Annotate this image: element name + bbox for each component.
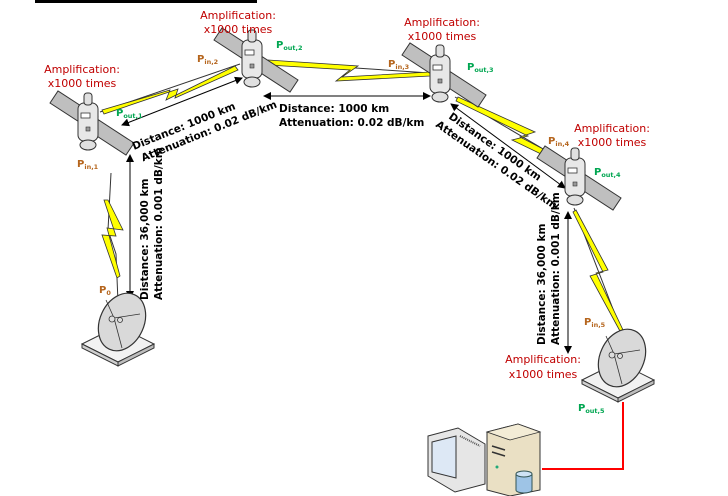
ground-input-power-label: Pin,5 xyxy=(584,317,606,329)
sat2-amplification-value: x1000 times xyxy=(204,23,273,36)
distance-label: Distance: 36,000 km xyxy=(139,178,151,300)
ground-amplification-label: Amplification: xyxy=(505,353,581,366)
computer-monitor-icon xyxy=(427,427,486,493)
signal-link-sat4-ground xyxy=(572,207,625,336)
sat4-amplification-value: x1000 times xyxy=(578,136,647,149)
ground-source-power-label: P0 xyxy=(99,285,111,297)
database-icon xyxy=(515,470,533,494)
sat1-output-power-label: Pout,1 xyxy=(116,108,143,120)
distance-label: Distance: 1000 km xyxy=(279,103,389,115)
satellite-2-icon xyxy=(213,27,299,93)
sat4-amplification-label: Amplification: xyxy=(574,122,650,135)
sat1-input-power-label: Pin,1 xyxy=(77,159,99,171)
ground-station-destination-dish-icon xyxy=(581,320,656,403)
link-sat4-ground-label: Distance: 36,000 km Attenuation: 0.001 d… xyxy=(536,192,562,345)
attenuation-label: Attenuation: 0.02 dB/km xyxy=(433,119,559,212)
ground-output-power-label: Pout,5 xyxy=(578,403,605,415)
sat3-output-power-label: Pout,3 xyxy=(467,62,494,74)
attenuation-label: Attenuation: 0.02 dB/km xyxy=(279,117,424,129)
distance-label: Distance: 36,000 km xyxy=(536,223,548,345)
attenuation-label: Attenuation: 0.001 dB/km xyxy=(550,192,562,345)
link-ground-sat1-label: Distance: 36,000 km Attenuation: 0.001 d… xyxy=(139,147,165,300)
sat3-input-power-label: Pin,3 xyxy=(388,59,409,71)
sat1-amplification-label: Amplification: xyxy=(44,63,120,76)
lightning-bolt-icon xyxy=(101,199,124,279)
sat3-amplification-label: Amplification: xyxy=(404,16,480,29)
sat1-amplification-value: x1000 times xyxy=(48,77,117,90)
satellite-1-icon xyxy=(49,90,135,156)
sat3-amplification-value: x1000 times xyxy=(408,30,477,43)
distance-arrow-sat3-sat4 xyxy=(450,103,566,189)
distance-arrow-sat1-sat2 xyxy=(121,76,243,127)
ground-amplification-value: x1000 times xyxy=(509,368,578,381)
wired-link xyxy=(542,402,624,470)
sat2-amplification-label: Amplification: xyxy=(200,9,276,22)
header-bar xyxy=(35,0,257,3)
signal-link-ground-sat1 xyxy=(101,172,124,303)
sat2-output-power-label: Pout,2 xyxy=(276,40,303,52)
sat2-input-power-label: Pin,2 xyxy=(197,54,218,66)
sat4-output-power-label: Pout,4 xyxy=(594,167,621,179)
sat4-input-power-label: Pin,4 xyxy=(548,136,570,148)
attenuation-label: Attenuation: 0.001 dB/km xyxy=(153,147,165,300)
link-sat2-sat3-label: Distance: 1000 km Attenuation: 0.02 dB/k… xyxy=(279,103,424,129)
